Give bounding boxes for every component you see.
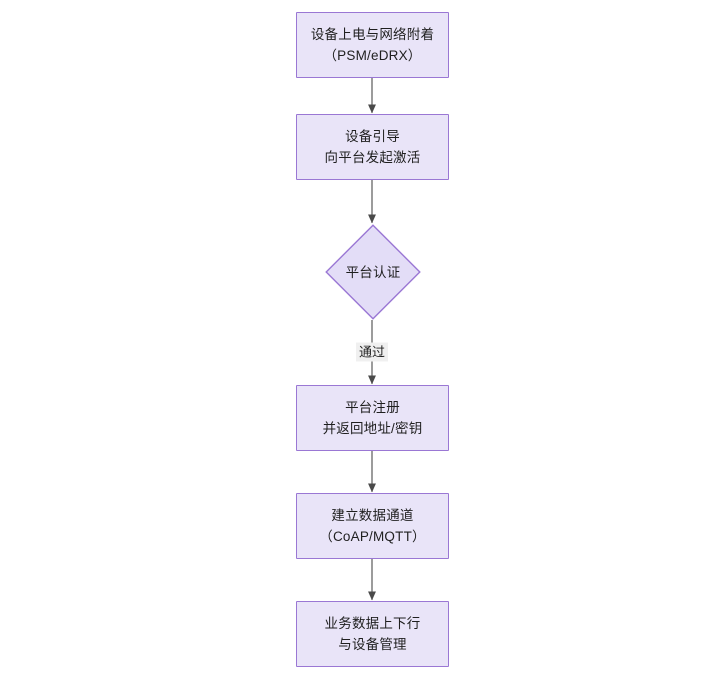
node-power-on-line-1: 设备上电与网络附着 — [310, 27, 435, 42]
node-data-channel[interactable]: 建立数据通道 （CoAP/MQTT） — [296, 493, 449, 559]
node-data-channel-line-1: 建立数据通道 — [331, 508, 414, 523]
node-platform-auth[interactable]: 平台认证 — [325, 224, 421, 320]
node-bootstrap[interactable]: 设备引导 向平台发起激活 — [296, 114, 449, 180]
node-platform-auth-label: 平台认证 — [345, 264, 401, 280]
node-power-on[interactable]: 设备上电与网络附着 （PSM/eDRX） — [296, 12, 449, 78]
node-bootstrap-line-2: 向平台发起激活 — [324, 150, 421, 165]
node-platform-register-line-1: 平台注册 — [345, 400, 400, 415]
node-service-data-line-1: 业务数据上下行 — [324, 616, 421, 631]
node-platform-register[interactable]: 平台注册 并返回地址/密钥 — [296, 385, 449, 451]
diamond-shape-icon — [325, 224, 421, 320]
node-service-data[interactable]: 业务数据上下行 与设备管理 — [296, 601, 449, 667]
node-platform-register-line-2: 并返回地址/密钥 — [322, 421, 423, 436]
node-power-on-line-2: （PSM/eDRX） — [323, 48, 422, 63]
node-bootstrap-line-1: 设备引导 — [345, 129, 400, 144]
node-service-data-line-2: 与设备管理 — [338, 637, 407, 652]
edge-label-pass: 通过 — [355, 342, 389, 362]
node-data-channel-line-2: （CoAP/MQTT） — [319, 529, 426, 544]
